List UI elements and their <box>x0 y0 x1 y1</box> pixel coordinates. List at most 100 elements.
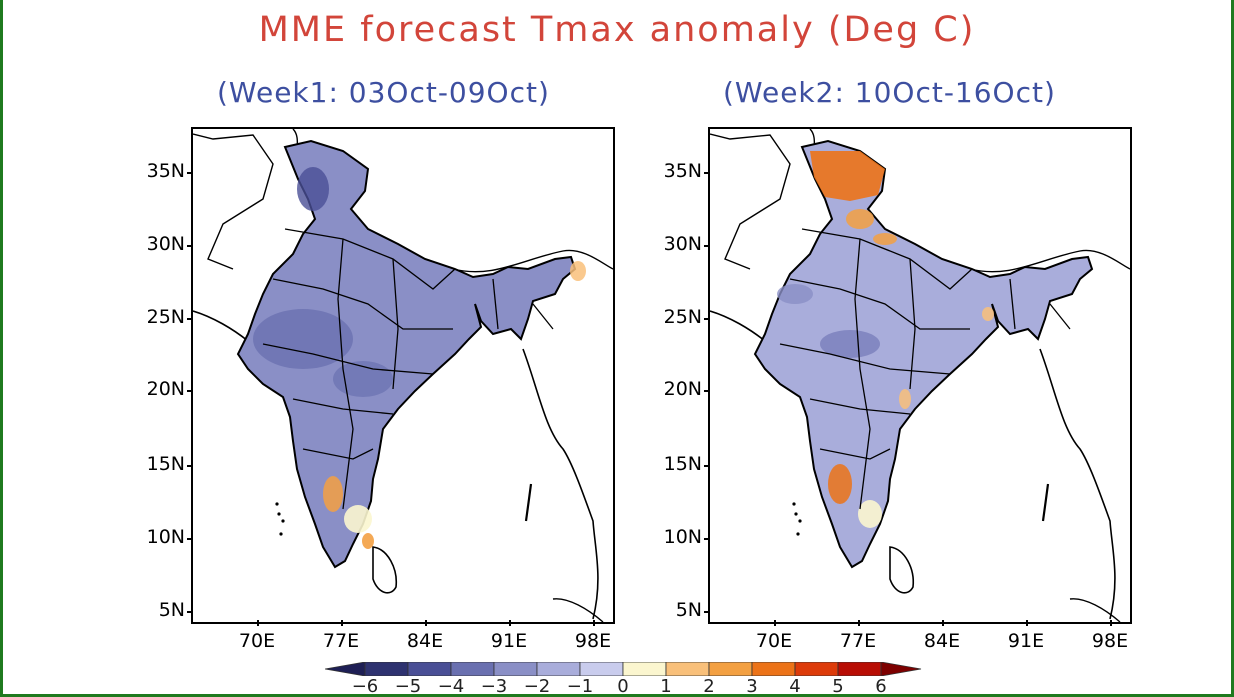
border-pakistan-outline <box>192 133 274 270</box>
week2-lat-label: 30N <box>663 233 702 255</box>
anomaly-patch-warm-south <box>344 505 372 533</box>
week2-map-panel <box>708 127 1132 624</box>
lakshadweep-islands <box>275 502 285 536</box>
anomaly-patch-cool-west <box>777 284 813 304</box>
week1-lat-tick <box>187 172 193 174</box>
week2-lat-label: 35N <box>663 160 702 182</box>
week1-lat-tick <box>187 390 193 392</box>
coast-southeast-outline <box>552 598 604 623</box>
colorbar-segment <box>407 662 452 676</box>
sri-lanka-outline <box>889 546 915 594</box>
colorbar-segment <box>579 662 624 676</box>
week1-lat-tick <box>187 465 193 467</box>
colorbar-segment <box>708 662 753 676</box>
week1-map-frame <box>191 127 615 624</box>
week2-subtitle: (Week2: 10Oct-16Oct) <box>723 76 1056 109</box>
coast-west-outline <box>192 310 249 342</box>
week1-map-svg <box>192 128 614 623</box>
colorbar-segment <box>364 662 409 676</box>
week2-lat-label: 15N <box>663 453 702 475</box>
state-borders <box>262 228 554 510</box>
colorbar-tick-label: −3 <box>480 676 508 697</box>
week2-lon-tick <box>858 620 860 626</box>
anomaly-patch-warm-east <box>899 389 911 409</box>
anomaly-patch-warm-northeast <box>982 307 994 321</box>
anomaly-patch-warm-tip <box>362 533 374 549</box>
andaman-islands <box>1041 483 1050 522</box>
colorbar-tick-label: 4 <box>789 676 801 697</box>
colorbar-tick-label: −1 <box>566 676 594 697</box>
colorbar-tick-label: 3 <box>746 676 758 697</box>
colorbar-segment <box>622 662 667 676</box>
colorbar-tick-label: −4 <box>437 676 465 697</box>
week2-lat-tick <box>704 465 710 467</box>
week2-lat-tick <box>704 172 710 174</box>
coast-southeast-outline <box>1069 598 1121 623</box>
week2-lon-tick <box>1026 620 1028 626</box>
lakshadweep-islands <box>792 502 802 536</box>
week2-lat-tick <box>704 611 710 613</box>
week2-lon-label: 70E <box>755 630 793 652</box>
week1-lat-label: 10N <box>146 526 185 548</box>
week1-lat-label: 25N <box>146 306 185 328</box>
week2-lat-tick <box>704 245 710 247</box>
colorbar-tick-label: 0 <box>617 676 629 697</box>
week1-lat-label: 35N <box>146 160 185 182</box>
colorbar-segment <box>751 662 796 676</box>
anomaly-patch-warm-southwest <box>828 464 852 504</box>
week1-lon-label: 70E <box>238 630 276 652</box>
colorbar <box>325 662 922 676</box>
coast-myanmar-outline <box>522 348 599 620</box>
week2-map-frame <box>708 127 1132 624</box>
coast-west-outline <box>709 310 766 342</box>
week1-lon-tick <box>593 620 595 626</box>
colorbar-tick-label: 1 <box>660 676 672 697</box>
week1-map-panel <box>191 127 615 624</box>
week1-subtitle: (Week1: 03Oct-09Oct) <box>217 76 550 109</box>
colorbar-tick-label: 5 <box>832 676 844 697</box>
colorbar-low-triangle <box>325 662 366 676</box>
week2-lon-label: 84E <box>923 630 961 652</box>
anomaly-patch-north <box>297 167 329 211</box>
week2-lon-tick <box>1110 620 1112 626</box>
week1-lat-label: 5N <box>158 599 185 621</box>
colorbar-segment <box>493 662 538 676</box>
anomaly-patch-warm-north <box>810 151 885 201</box>
week1-lat-tick <box>187 611 193 613</box>
week1-lat-tick <box>187 245 193 247</box>
colorbar-segment <box>837 662 882 676</box>
week2-lat-label: 20N <box>663 378 702 400</box>
week1-lat-tick <box>187 318 193 320</box>
colorbar-high-triangle <box>880 662 922 676</box>
week1-lon-label: 98E <box>574 630 612 652</box>
colorbar-tick-label: −5 <box>394 676 422 697</box>
anomaly-patch-warm-northeast <box>570 261 586 281</box>
state-borders <box>779 228 1071 510</box>
colorbar-segment <box>536 662 581 676</box>
week1-lon-label: 84E <box>406 630 444 652</box>
week2-lon-label: 91E <box>1007 630 1045 652</box>
coast-myanmar-outline <box>1039 348 1116 620</box>
week1-lon-tick <box>341 620 343 626</box>
anomaly-patch-warm-north3 <box>873 233 897 245</box>
week2-map-svg <box>709 128 1131 623</box>
colorbar-segment <box>794 662 839 676</box>
andaman-islands <box>524 483 533 522</box>
week1-lon-tick <box>509 620 511 626</box>
week2-lon-label: 77E <box>839 630 877 652</box>
colorbar-tick-label: 6 <box>875 676 887 697</box>
anomaly-patch-warm-southwest <box>323 476 343 512</box>
week1-lon-tick <box>257 620 259 626</box>
week2-lat-tick <box>704 390 710 392</box>
week2-lon-tick <box>942 620 944 626</box>
week2-lon-label: 98E <box>1091 630 1129 652</box>
anomaly-patch-west <box>253 309 353 369</box>
colorbar-tick-label: −2 <box>523 676 551 697</box>
week2-lat-label: 5N <box>675 599 702 621</box>
colorbar-segment <box>450 662 495 676</box>
border-pakistan-outline <box>709 133 791 270</box>
week2-lat-tick <box>704 538 710 540</box>
colorbar-tick-label: −6 <box>351 676 379 697</box>
border-nepal-china-outline <box>969 249 1131 273</box>
